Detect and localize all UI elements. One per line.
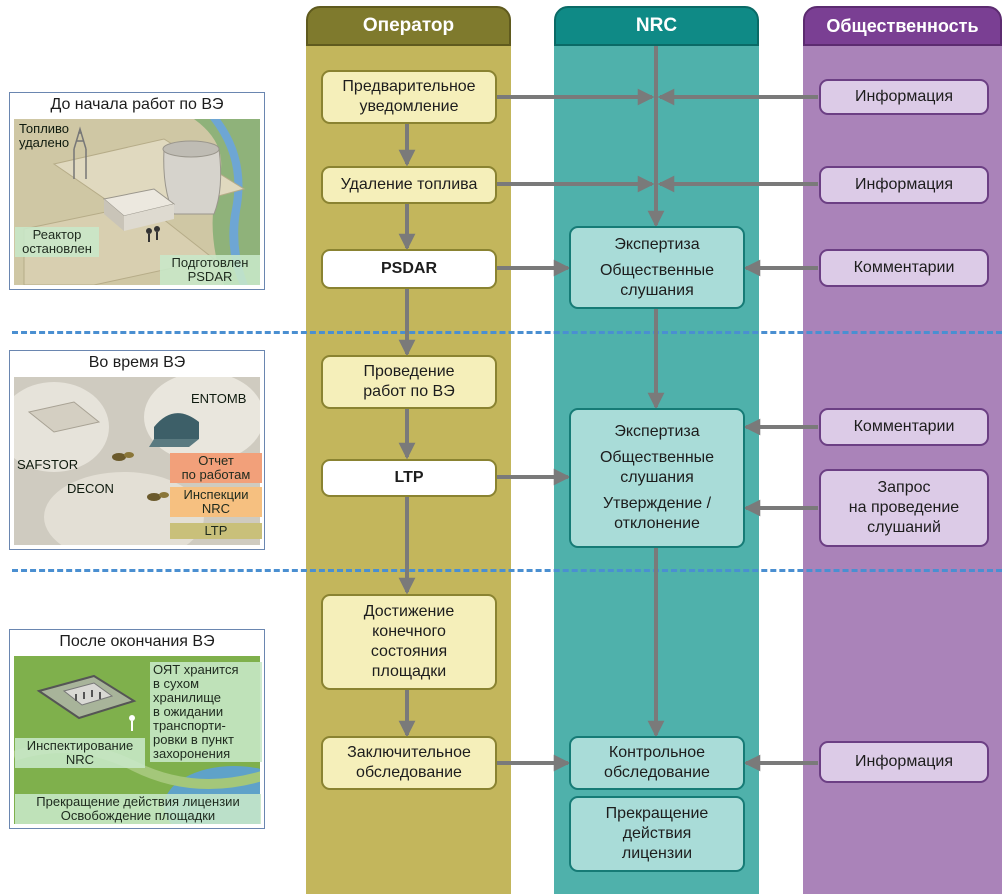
panel-after-license-label: Прекращение действия лицензии Освобожден…	[15, 794, 261, 824]
nrc-termination-line-3: лицензии	[621, 845, 693, 862]
nrc-review-2-approval-line-1: Утверждение /	[602, 495, 712, 512]
panel-before-reactor-line-2: остановлен	[22, 241, 92, 256]
panel-after-snf-label: ОЯТ хранится в сухом хранилище в ожидани…	[150, 662, 262, 762]
panel-after: После окончания ВЭ ОЯТ хранится в сухом …	[9, 629, 265, 829]
panel-during-report-line-1: Отчет	[198, 453, 234, 468]
public-info-box-3: Информация	[819, 741, 989, 783]
operator-end-state-box: Достижение конечного состояния площадки	[321, 594, 497, 690]
public-info-1-label: Информация	[855, 88, 953, 105]
panel-before-title: До начала работ по ВЭ	[50, 96, 224, 113]
panel-during-title: Во время ВЭ	[88, 354, 186, 371]
operator-conduct-box: Проведение работ по ВЭ	[321, 355, 497, 409]
operator-final-survey-line-2: обследование	[356, 764, 462, 781]
operator-final-survey-line-1: Заключительное	[347, 744, 471, 761]
operator-final-survey-box: Заключительное обследование	[321, 736, 497, 790]
operator-ltp-box: LTP	[321, 459, 497, 497]
panel-before-psdar-line-1: Подготовлен	[171, 255, 249, 270]
public-hearing-request-line-1: Запрос	[877, 479, 931, 496]
operator-pre-notice-line-1: Предварительное	[342, 78, 476, 95]
panel-during-inspections-line-2: NRC	[201, 501, 231, 516]
operator-conduct-line-1: Проведение	[363, 363, 455, 380]
panel-during-inspections-line-1: Инспекции	[183, 487, 249, 502]
panel-after-snf-line-7: захоронения	[153, 746, 231, 761]
operator-lane-header: Оператор	[306, 6, 511, 46]
public-comments-box-1: Комментарии	[819, 249, 989, 287]
operator-ltp-label: LTP	[394, 469, 424, 486]
panel-before-fuel-line-1: Топливо	[19, 121, 70, 136]
public-info-3-label: Информация	[855, 753, 953, 770]
public-comments-box-2: Комментарии	[819, 408, 989, 446]
panel-after-license-line-1: Прекращение действия лицензии	[36, 794, 240, 809]
panel-during-entomb-label: ENTOMB	[191, 391, 247, 406]
nrc-review-2-expertise: Экспертиза	[614, 423, 700, 440]
panel-before-fuel-line-2: удалено	[19, 135, 70, 150]
nrc-review-1-hearings-line-1: Общественные	[599, 261, 715, 279]
public-info-2-label: Информация	[855, 176, 953, 193]
panel-before-psdar-line-2: PSDAR	[187, 269, 233, 284]
nrc-control-survey-line-2: обследование	[604, 764, 710, 781]
panel-after-license-line-2: Освобождение площадки	[60, 808, 216, 823]
operator-fuel-removal-label: Удаление топлива	[340, 176, 478, 193]
panel-after-snf-line-3: хранилище	[153, 690, 222, 705]
panel-during-report-line-2: по работам	[181, 467, 251, 482]
nrc-termination-line-1: Прекращение	[605, 805, 709, 822]
nrc-review-2-hearings-line-1: Общественные	[599, 449, 715, 466]
nrc-review-1-hearings-line-2: слушания	[620, 281, 694, 299]
panel-before-reactor-line-1: Реактор	[32, 227, 82, 242]
nrc-review-box-1: Экспертиза Общественные слушания	[569, 226, 745, 309]
operator-end-state-line-1: Достижение	[363, 603, 455, 620]
public-comments-1-label: Комментарии	[853, 259, 955, 276]
panel-after-snf-line-2: в сухом	[153, 676, 200, 691]
public-hearing-request-line-2: на проведение	[848, 499, 960, 516]
panel-before-reactor-label: Реактор остановлен	[15, 227, 99, 257]
panel-after-snf-line-6: ровки в пункт	[153, 732, 234, 747]
public-lane-header: Общественность	[803, 6, 1002, 46]
operator-psdar-box: PSDAR	[321, 249, 497, 289]
nrc-lane-header: NRC	[554, 6, 759, 46]
phase-separator-2	[12, 569, 1002, 572]
operator-fuel-removal-box: Удаление топлива	[321, 166, 497, 204]
panel-during-report-label: Отчет по работам	[170, 453, 262, 483]
public-comments-2-label: Комментарии	[853, 418, 955, 435]
panel-after-snf-line-1: ОЯТ хранится	[153, 662, 239, 677]
nrc-control-survey-line-1: Контрольное	[608, 744, 706, 761]
panel-after-snf-line-4: в ожидании	[153, 704, 224, 719]
public-info-box-2: Информация	[819, 166, 989, 204]
nrc-review-2-approval-line-2: отклонение	[614, 515, 700, 532]
public-hearing-request-line-3: слушаний	[867, 519, 941, 536]
panel-during-inspections-label: Инспекции NRC	[170, 487, 262, 517]
panel-during-safstor-label: SAFSTOR	[17, 457, 79, 472]
public-info-box-1: Информация	[819, 79, 989, 115]
panel-before: До начала работ по ВЭ Топливо удалено Ре…	[9, 92, 265, 290]
panel-before-psdar-label: Подготовлен PSDAR	[160, 255, 260, 285]
panel-during-scene	[14, 377, 260, 545]
panel-after-inspecting-label: Инспектирование NRC	[15, 738, 145, 768]
panel-during-ltp-label: LTP	[170, 523, 262, 539]
operator-conduct-line-2: работ по ВЭ	[363, 383, 455, 400]
operator-pre-notice-box: Предварительное уведомление	[321, 70, 497, 124]
nrc-control-survey-box: Контрольное обследование	[569, 736, 745, 790]
panel-after-inspecting-line-1: Инспектирование	[26, 738, 134, 753]
public-hearing-request-box: Запрос на проведение слушаний	[819, 469, 989, 547]
phase-separator-1	[12, 331, 1002, 334]
plant-illustration-during	[14, 377, 260, 545]
operator-end-state-line-4: площадки	[371, 663, 447, 680]
operator-end-state-line-2: конечного	[372, 623, 446, 640]
nrc-termination-line-2: действия	[622, 825, 692, 842]
nrc-termination-box: Прекращение действия лицензии	[569, 796, 745, 872]
panel-before-fuel-label: Топливо удалено	[16, 121, 72, 151]
panel-after-inspecting-line-2: NRC	[65, 752, 95, 767]
nrc-review-2-hearings-line-2: слушания	[620, 469, 694, 486]
panel-during-decon-label: DECON	[67, 481, 114, 496]
panel-during: Во время ВЭ ENTOMB SAFSTOR DECON Отчет п…	[9, 350, 265, 550]
operator-pre-notice-line-2: уведомление	[359, 98, 459, 115]
panel-after-title: После окончания ВЭ	[59, 633, 215, 650]
operator-psdar-label: PSDAR	[380, 260, 437, 277]
operator-end-state-line-3: состояния	[370, 643, 448, 660]
panel-after-snf-line-5: транспорти-	[153, 718, 226, 733]
nrc-review-1-expertise: Экспертиза	[614, 235, 700, 253]
nrc-review-box-2: Экспертиза Общественные слушания Утвержд…	[569, 408, 745, 548]
